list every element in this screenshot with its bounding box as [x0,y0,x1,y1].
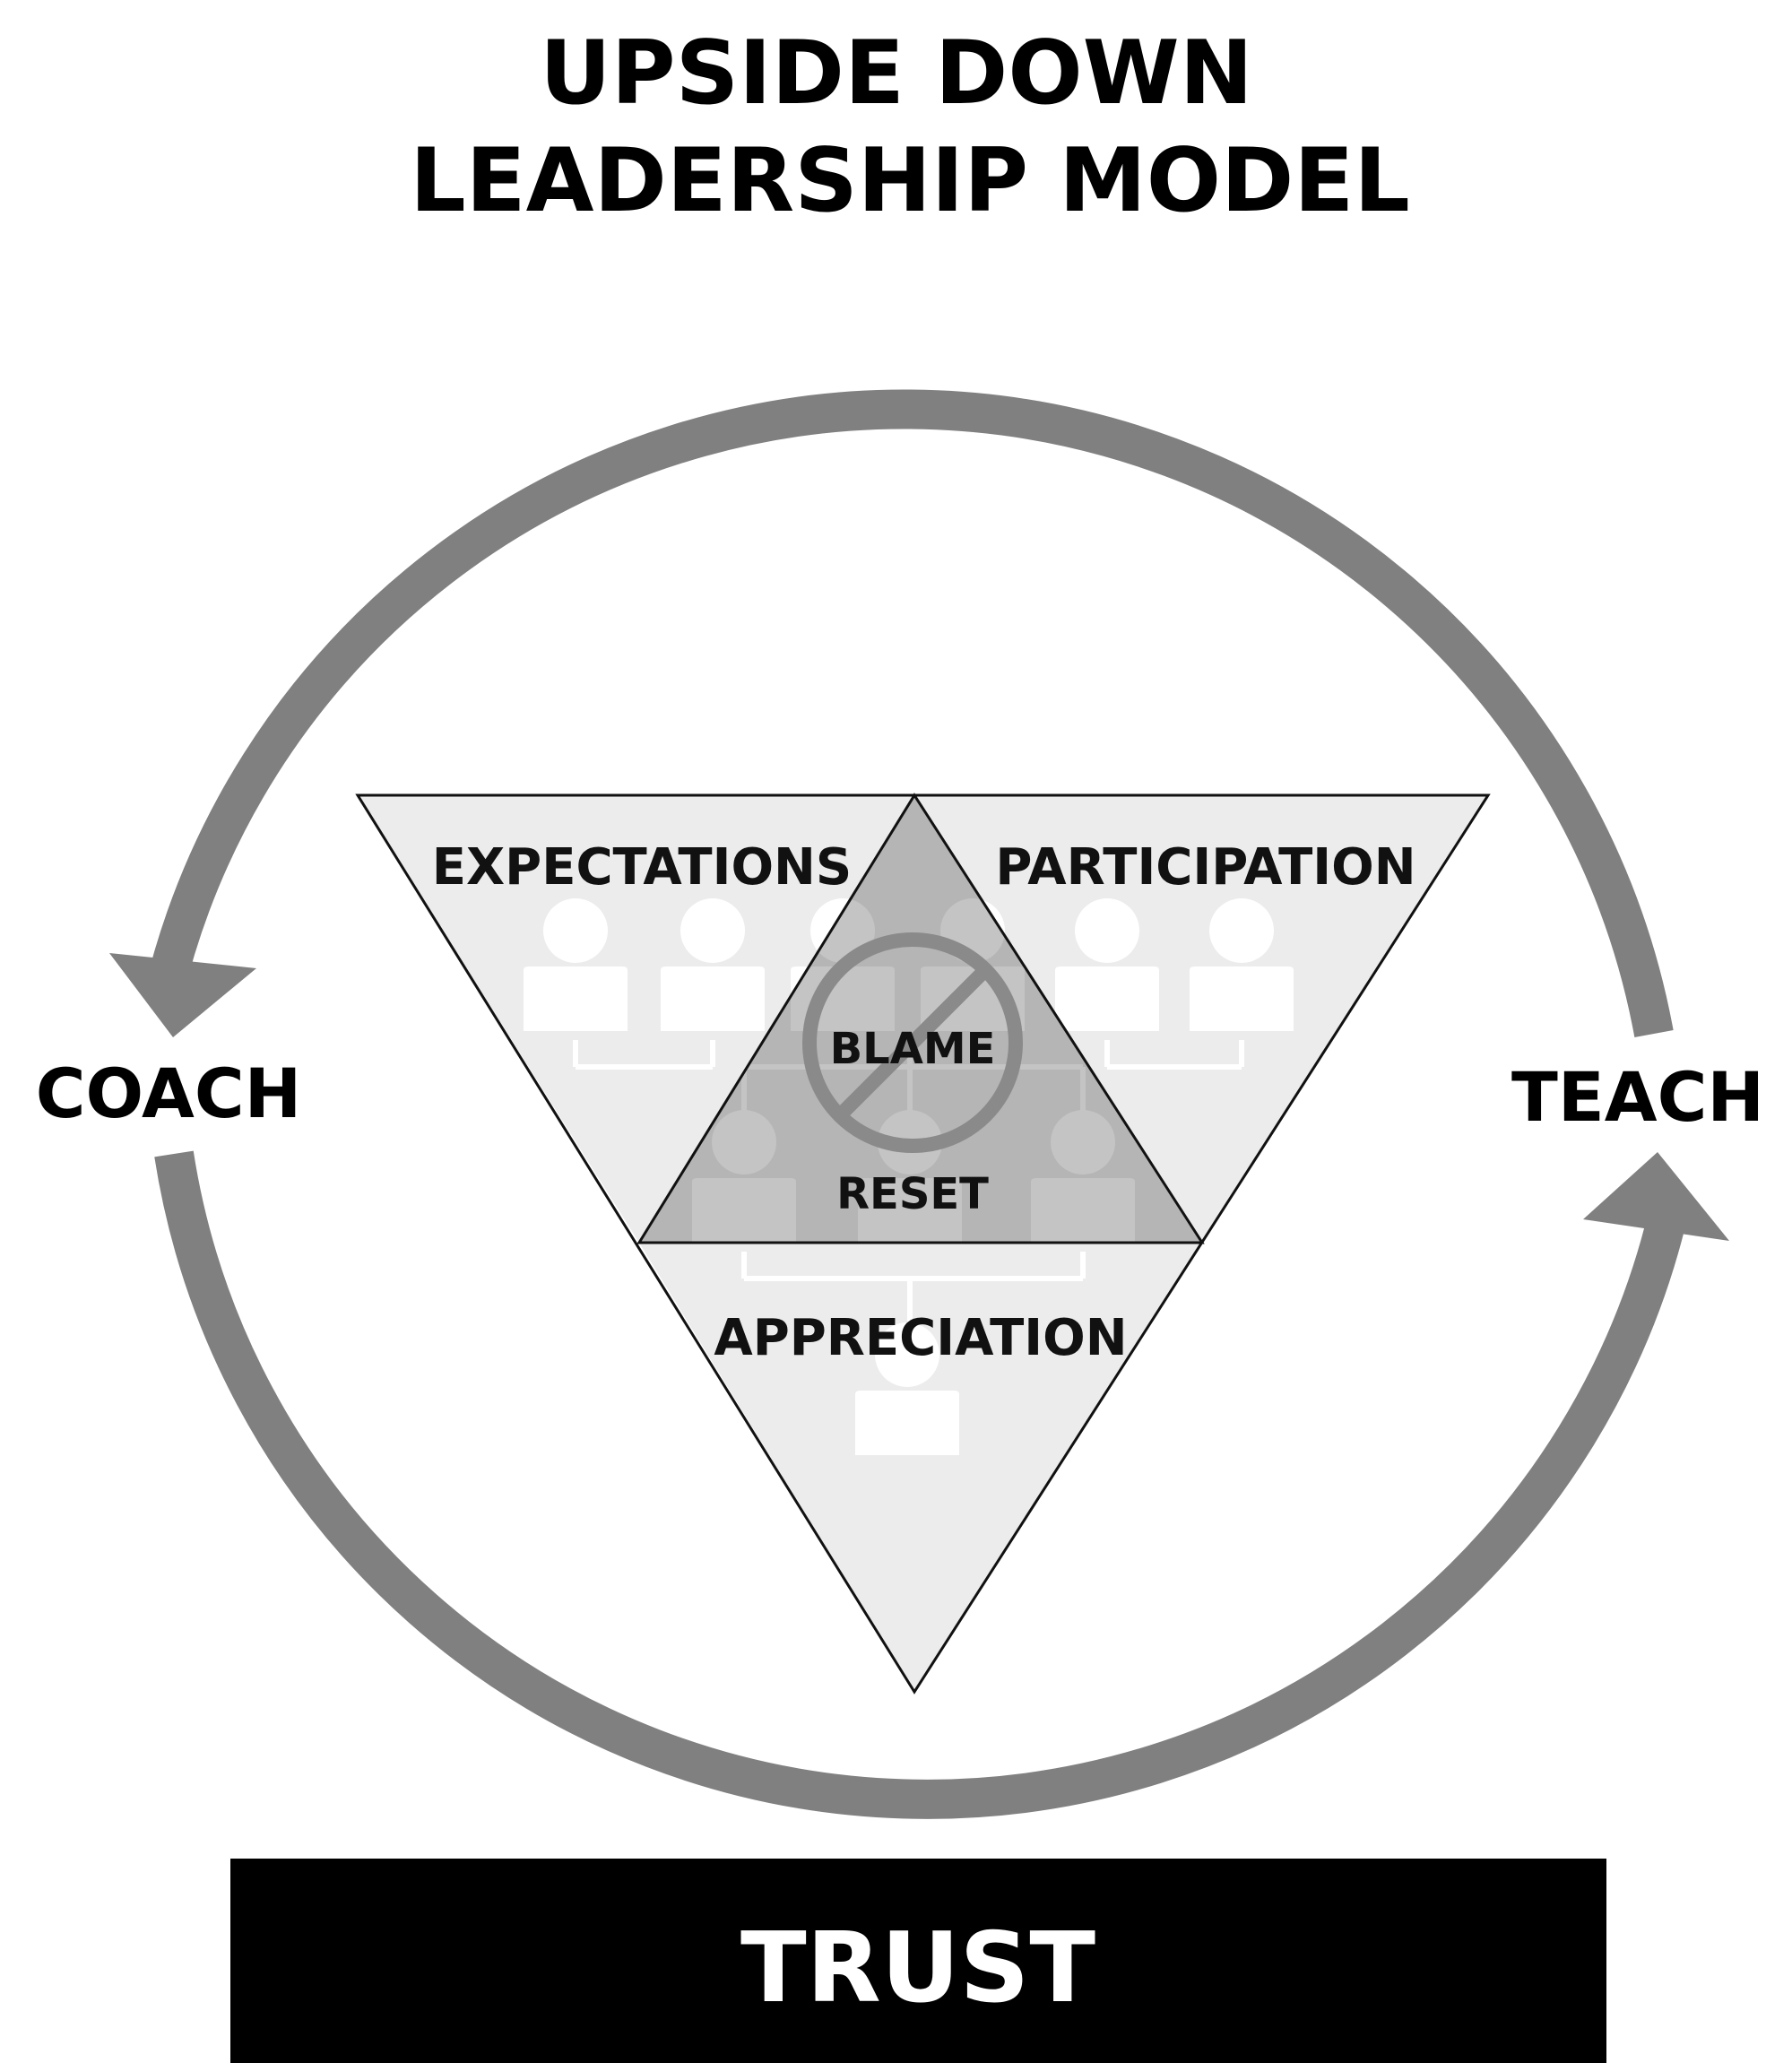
participation-label: PARTICIPATION [995,838,1415,897]
appreciation-section [639,1243,1202,1692]
no-symbol-icon [802,932,1023,1153]
cycle-arrows [109,389,1729,1819]
appreciation-label: APPRECIATION [714,1309,1127,1367]
teach-label: TEACH [1511,1057,1764,1137]
title-line-2: LEADERSHIP MODEL [410,130,1410,232]
teach-arrowhead [1583,1152,1729,1241]
upper-cycle-arc [143,389,1674,1038]
coach-label: COACH [36,1053,302,1133]
coach-arrowhead [109,953,256,1037]
blame-label: BLAME [830,1024,996,1074]
inner-triangle [639,795,1202,1243]
triangle-outlines [355,793,1491,1695]
expectations-section [358,795,914,1243]
reset-label: RESET [836,1169,989,1219]
expectations-label: EXPECTATIONS [432,838,853,897]
title-line-1: UPSIDE DOWN [540,22,1253,125]
lower-cycle-arc [154,1150,1691,1819]
trust-foundation-bar [230,1859,1606,2063]
org-chart-connectors [573,1040,1244,1327]
trust-label: TRUST [740,1912,1095,2024]
